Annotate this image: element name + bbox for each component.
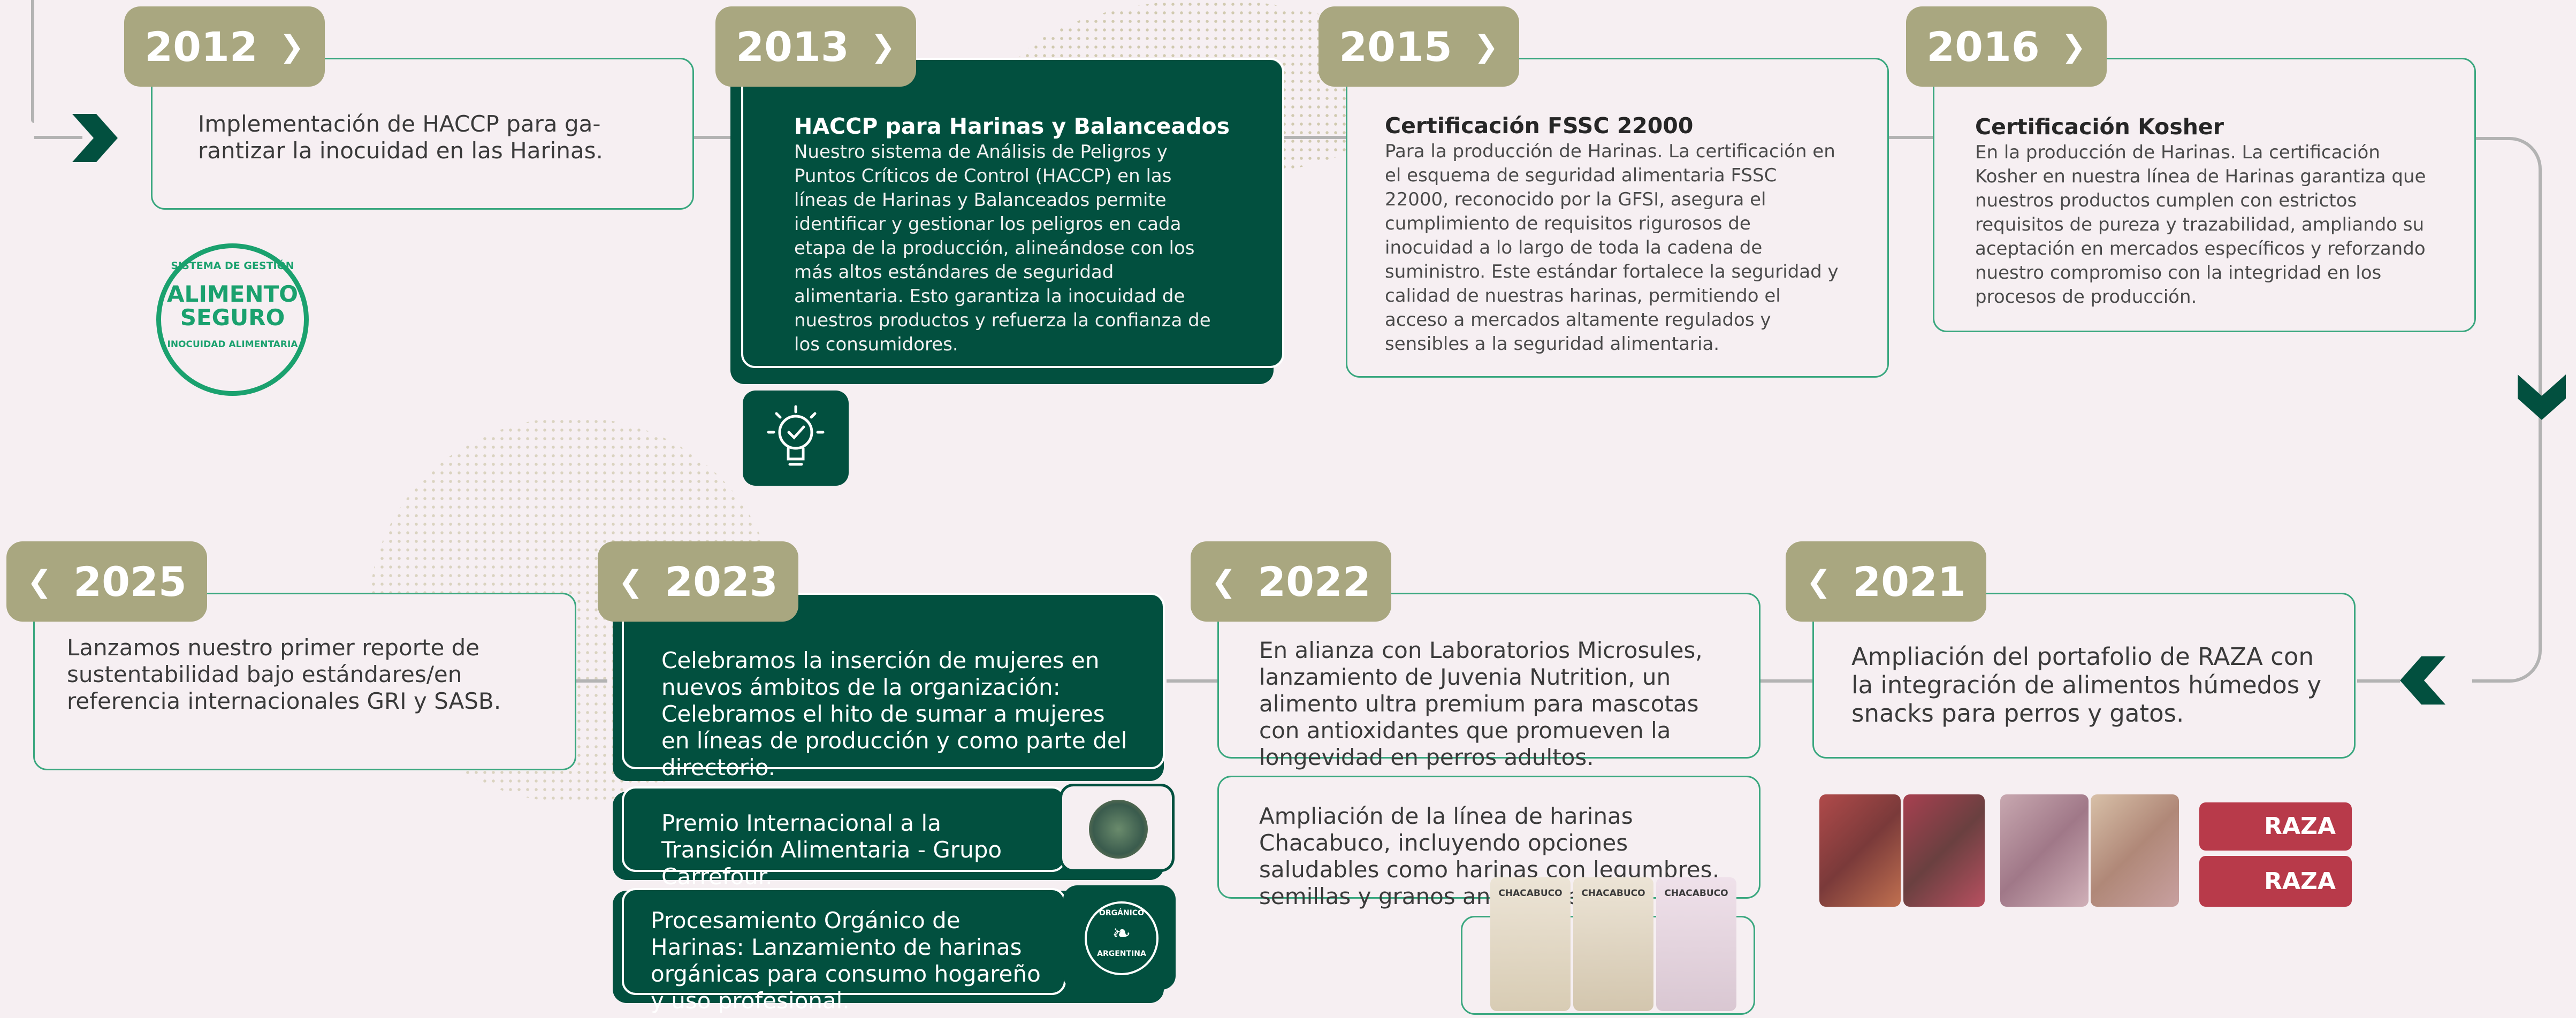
year-label: 2012: [144, 22, 258, 71]
chacabuco-bag-2: [1573, 877, 1653, 1011]
organico-argentina-badge: ORGÁNICO ❧ ARGENTINA: [1063, 885, 1176, 990]
milestone-2015-card: Certificación FSSC 22000 Para la producc…: [1346, 58, 1889, 378]
milestone-2025-text: Lanzamos nuestro primer reporte de suste…: [67, 634, 501, 714]
milestone-2023-organic-card: Procesamiento Orgánico de Harinas: Lanza…: [622, 888, 1066, 1014]
chevron-left-icon: ❮: [27, 564, 52, 599]
arrow-left-icon: [2400, 656, 2445, 705]
year-label: 2021: [1853, 557, 1966, 606]
year-label: 2015: [1339, 22, 1452, 71]
milestone-2023-organic-text: Procesamiento Orgánico de Harinas: Lanza…: [651, 907, 1041, 1014]
raza-product-4: [2091, 794, 2179, 907]
chevron-right-icon: ❯: [1473, 29, 1499, 64]
milestone-2016-text: En la producción de Harinas. La certific…: [1975, 142, 2426, 308]
milestone-2023-award-text: Premio Internacional a la Transición Ali…: [661, 810, 1002, 890]
year-tab-2023[interactable]: ❮ 2023: [598, 541, 798, 622]
chevron-left-icon: ❮: [1211, 564, 1237, 599]
raza-snack-2: RAZA: [2199, 856, 2352, 907]
year-tab-2021[interactable]: ❮ 2021: [1786, 541, 1986, 622]
raza-product-1: [1819, 794, 1901, 907]
raza-snack-1: RAZA: [2199, 802, 2352, 851]
chevron-left-icon: ❮: [618, 564, 644, 599]
milestone-2025-card: Lanzamos nuestro primer reporte de suste…: [33, 593, 576, 770]
milestone-2015-text: Para la producción de Harinas. La certif…: [1385, 141, 1839, 355]
alimento-seguro-badge: SISTEMA DE GESTIÓN ALIMENTO SEGURO INOCU…: [156, 243, 309, 396]
milestone-2013-text: Nuestro sistema de Análisis de Peligros …: [794, 141, 1211, 355]
year-label: 2022: [1257, 557, 1371, 606]
milestone-2023-card: Celebramos la inserción de mujeres en nu…: [622, 593, 1165, 780]
year-tab-2012[interactable]: 2012 ❯: [124, 6, 325, 87]
leaf-icon: ❧: [1112, 920, 1131, 946]
year-tab-2025[interactable]: ❮ 2025: [6, 541, 207, 622]
milestone-2012-card: Implementación de HACCP para ga-rantizar…: [151, 58, 694, 210]
year-tab-2013[interactable]: 2013 ❯: [715, 6, 916, 87]
chevron-right-icon: ❯: [870, 29, 896, 64]
chacabuco-bag-1: [1490, 877, 1571, 1011]
milestone-2023-award-card: Premio Internacional a la Transición Ali…: [622, 786, 1066, 890]
chevron-right-icon: ❯: [2061, 29, 2086, 64]
milestone-2022-chacabuco-card: Ampliación de la línea de harinas Chacab…: [1217, 776, 1760, 909]
year-label: 2023: [665, 557, 778, 606]
chevron-left-icon: ❮: [1806, 564, 1832, 599]
award-medal-icon: [1060, 784, 1175, 872]
milestone-2021-text: Ampliación del portafolio de RAZA con la…: [1851, 642, 2322, 728]
year-label: 2016: [1926, 22, 2040, 71]
chevron-down-icon: [2518, 374, 2566, 420]
lightbulb-check-icon: [743, 391, 849, 486]
milestone-2016-card: Certificación Kosher En la producción de…: [1933, 58, 2476, 332]
year-tab-2015[interactable]: 2015 ❯: [1319, 6, 1519, 87]
year-label: 2025: [73, 557, 187, 606]
milestone-2012-text: Implementación de HACCP para ga-rantizar…: [198, 111, 603, 164]
chevron-right-icon: ❯: [279, 29, 304, 64]
milestone-2023-text: Celebramos la inserción de mujeres en nu…: [661, 647, 1127, 780]
year-tab-2016[interactable]: 2016 ❯: [1906, 6, 2107, 87]
raza-product-3: [2000, 794, 2089, 907]
arrow-right-icon: [72, 114, 118, 162]
milestone-2013-card: HACCP para Harinas y Balanceados Nuestro…: [741, 58, 1284, 368]
chacabuco-bag-3: [1656, 877, 1736, 1011]
milestone-2013-title: HACCP para Harinas y Balanceados: [794, 113, 1230, 139]
milestone-2015-title: Certificación FSSC 22000: [1385, 113, 1694, 139]
milestone-2022-text: En alianza con Laboratorios Microsules, …: [1259, 637, 1703, 770]
year-label: 2013: [736, 22, 849, 71]
year-tab-2022[interactable]: ❮ 2022: [1191, 541, 1391, 622]
milestone-2016-title: Certificación Kosher: [1975, 114, 2224, 140]
raza-product-2: [1903, 794, 1985, 907]
